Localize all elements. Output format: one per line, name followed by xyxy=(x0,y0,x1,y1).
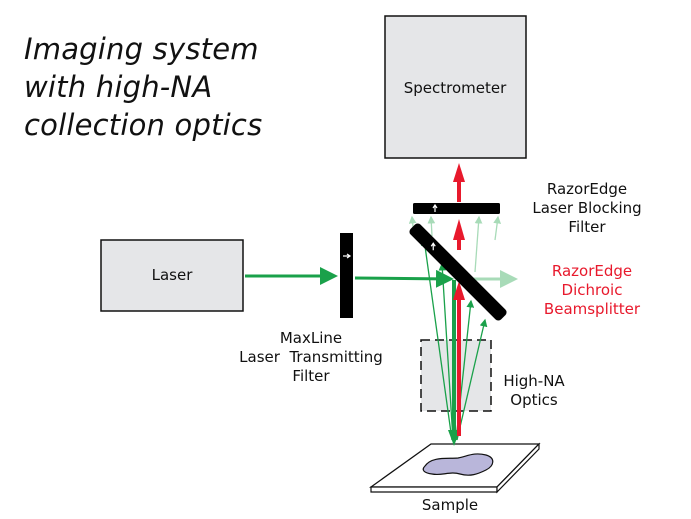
laser-box xyxy=(100,239,244,312)
sample-specimen xyxy=(422,453,494,476)
title-line-3: collection optics xyxy=(24,108,263,142)
title-line-2: with high-NA xyxy=(24,70,213,104)
optics-label: High-NA Optics xyxy=(503,372,565,409)
maxline-filter-label: MaxLine Laser Transmitting Filter xyxy=(239,329,383,385)
sample-label: Sample xyxy=(421,496,479,514)
dichroic-beamsplitter xyxy=(409,223,507,321)
maxline-direction-arrow xyxy=(343,253,352,259)
blocking-direction-arrow xyxy=(432,203,438,212)
spectrometer-label: Spectrometer xyxy=(404,79,507,97)
laser-beam-to-dichroic xyxy=(354,269,454,288)
diagram-title: Imaging system with high-NA collection o… xyxy=(24,30,262,144)
collected-rays xyxy=(421,237,488,441)
sample-slide xyxy=(368,442,541,494)
spectrometer-box xyxy=(384,15,527,159)
dichroic-label: RazorEdge Dichroic Beamsplitter xyxy=(543,262,641,318)
blocking-filter-label: RazorEdge Laser Blocking Filter xyxy=(532,180,642,236)
maxline-filter xyxy=(340,233,353,318)
title-line-1: Imaging system xyxy=(24,32,259,66)
laser-blocking-filter xyxy=(413,203,500,214)
laser-label: Laser xyxy=(152,266,194,284)
